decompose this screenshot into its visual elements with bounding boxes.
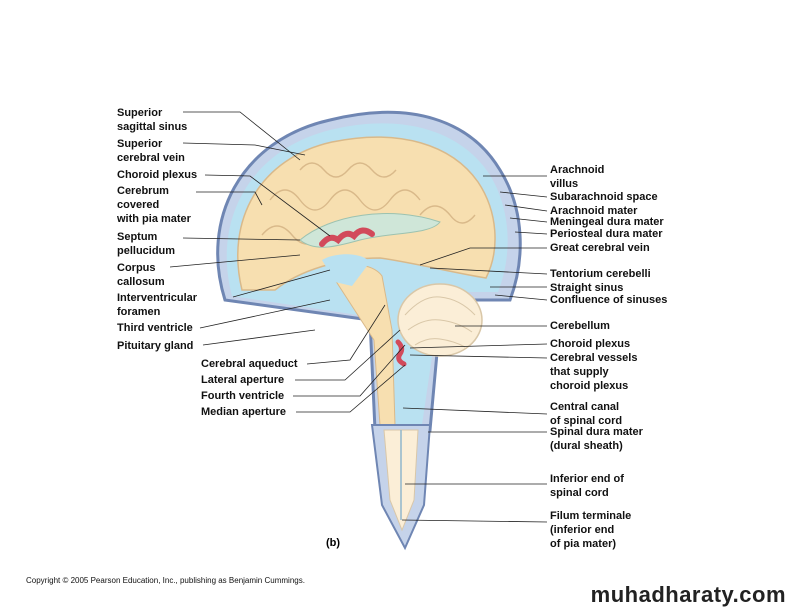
copyright-text: Copyright © 2005 Pearson Education, Inc.… <box>26 576 305 585</box>
cerebrum-region <box>237 136 496 291</box>
label-filum-terminale: Filum terminale (inferior end of pia mat… <box>550 510 632 550</box>
label-cerebral-aqueduct: Cerebral aqueduct <box>201 358 298 370</box>
label-cerebellum: Cerebellum <box>550 320 610 332</box>
label-superior-sagittal-sinus: Superior sagittal sinus <box>117 107 188 133</box>
label-superior-cerebral-vein: Superior cerebral vein <box>117 138 185 164</box>
label-periosteal-dura-mater: Periosteal dura mater <box>550 228 663 240</box>
label-confluence-of-sinuses: Confluence of sinuses <box>550 294 668 306</box>
label-interventricular-foramen: Interventricular foramen <box>117 292 198 318</box>
label-cerebrum: Cerebrum covered with pia mater <box>117 185 191 225</box>
watermark: muhadharaty.com <box>590 582 786 607</box>
leader-lines-right <box>401 175 548 523</box>
label-subarachnoid-space: Subarachnoid space <box>550 191 658 203</box>
choroid-plexus-lower-shape <box>395 339 407 367</box>
cerebellum-folia <box>404 296 476 348</box>
label-lateral-aperture: Lateral aperture <box>201 374 285 386</box>
label-central-canal: Central canal of spinal cord <box>550 401 623 427</box>
label-choroid-plexus-lower: Choroid plexus <box>550 338 631 350</box>
label-meningeal-dura-mater: Meningeal dura mater <box>550 216 664 228</box>
label-tentorium-cerebelli: Tentorium cerebelli <box>550 268 651 280</box>
label-corpus-callosum: Corpus callosum <box>117 262 165 288</box>
label-third-ventricle: Third ventricle <box>117 322 193 334</box>
label-straight-sinus: Straight sinus <box>550 282 624 294</box>
third-ventricle-region <box>322 254 370 286</box>
label-spinal-dura-mater: Spinal dura mater (dural sheath) <box>550 426 643 452</box>
choroid-plexus-upper-shape <box>319 227 375 247</box>
leader-lines-left <box>169 111 406 413</box>
label-arachnoid-villus: Arachnoid villus <box>550 164 605 190</box>
label-great-cerebral-vein: Great cerebral vein <box>550 242 650 254</box>
label-pituitary-gland: Pituitary gland <box>117 340 194 352</box>
label-median-aperture: Median aperture <box>201 406 286 418</box>
gyri-texture <box>261 162 476 245</box>
panel-label: (b) <box>326 537 341 549</box>
label-inferior-end: Inferior end of spinal cord <box>550 473 624 499</box>
label-septum-pellucidum: Septum pellucidum <box>117 231 176 257</box>
label-fourth-ventricle: Fourth ventricle <box>201 390 285 402</box>
label-choroid-plexus-upper: Choroid plexus <box>117 169 198 181</box>
label-cerebral-vessels: Cerebral vessels that supply choroid ple… <box>550 352 638 392</box>
label-arachnoid-mater: Arachnoid mater <box>550 205 638 217</box>
